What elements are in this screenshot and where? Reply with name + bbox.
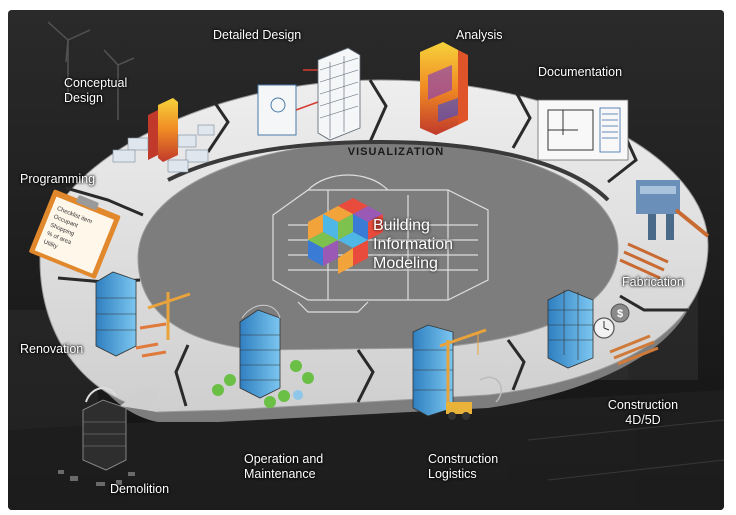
bim-lifecycle-diagram: VISUALIZATION Checklist item Occupant Sh… xyxy=(8,10,724,510)
bim-cube-icon xyxy=(308,198,383,274)
stage-label-analysis: Analysis xyxy=(456,28,503,42)
stage-label-detailed-design: Detailed Design xyxy=(213,28,302,42)
stage-label-renovation: Renovation xyxy=(20,342,84,356)
tree-icon xyxy=(212,360,314,408)
checklist-line: Utility xyxy=(42,239,58,250)
construction-logistics-icon xyxy=(412,324,502,420)
bim-title: Building Information Modeling xyxy=(373,216,453,273)
construction-4d5d-icon: $ xyxy=(547,289,659,369)
ring-arrow-tail xyxy=(120,390,158,412)
detailed-design-tower-icon xyxy=(257,47,361,141)
operation-building-icon xyxy=(212,304,314,408)
diagram-frame: VISUALIZATION Checklist item Occupant Sh… xyxy=(8,10,724,510)
stage-label-documentation: Documentation xyxy=(538,65,623,79)
bim-title-line: Modeling xyxy=(373,255,438,272)
bim-title-line: Information xyxy=(373,236,454,253)
bim-title-line: Building xyxy=(373,217,430,234)
ring-inner-edge xyxy=(167,139,610,202)
visualization-banner: VISUALIZATION xyxy=(348,146,445,158)
dollar-symbol: $ xyxy=(617,308,623,320)
stage-label-fabrication: Fabrication xyxy=(622,275,684,289)
analysis-heatmap-tower-icon xyxy=(420,42,468,135)
renovation-icon xyxy=(95,271,191,358)
fountain-icon xyxy=(293,390,303,400)
documentation-floorplan-icon xyxy=(537,99,629,161)
fabrication-machine-icon xyxy=(619,180,710,280)
demolition-building-icon xyxy=(58,387,135,486)
stage-label-construction-logistics: Construction Logistics xyxy=(428,452,499,481)
stage-label-programming: Programming xyxy=(20,172,96,186)
checklist-clipboard-icon: Checklist item Occupant Shopping % of ar… xyxy=(29,189,121,279)
dollar-coin-icon xyxy=(610,303,630,323)
segment-dividers xyxy=(57,79,688,407)
conceptual-massing-icon xyxy=(112,98,215,173)
stage-label-conceptual-design: Conceptual Design xyxy=(64,76,128,105)
stage-label-construction-4d5d: Construction 4D/5D xyxy=(607,398,679,427)
stage-label-operation-maintenance: Operation and Maintenance xyxy=(244,452,324,481)
stage-label-demolition: Demolition xyxy=(110,482,170,496)
wind-turbine-icon xyxy=(47,21,135,120)
